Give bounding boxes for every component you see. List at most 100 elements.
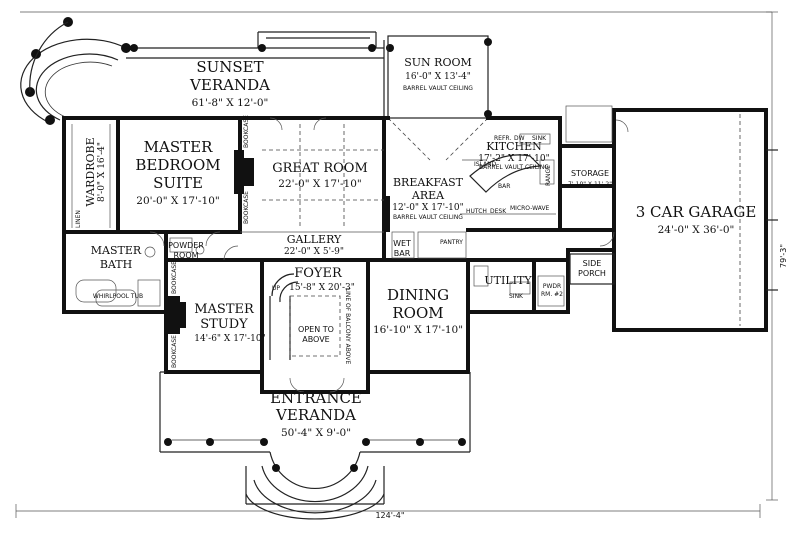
interior-details	[71, 105, 778, 360]
gallery-dimensions: 22'-0" X 5'-9"	[284, 247, 344, 257]
entrance-veranda-structure	[159, 371, 471, 520]
column-icon	[206, 438, 214, 446]
door-icon	[599, 231, 615, 247]
powder-room-label: ROOM	[173, 251, 198, 260]
fireplace-icon	[234, 150, 244, 194]
open-to-above-label: OPEN TO	[298, 325, 334, 334]
column-icon	[362, 438, 370, 446]
door-icon	[615, 119, 629, 133]
column-icon	[416, 438, 424, 446]
door-icon	[205, 231, 221, 247]
gallery-label: GALLERY	[287, 233, 342, 246]
column-icon	[350, 464, 358, 472]
utility-sink-label: SINK	[509, 293, 524, 300]
foyer-dimensions: 15'-8" X 20'-3"	[289, 283, 355, 293]
column-icon	[45, 115, 55, 125]
wet-bar-label: WET	[393, 239, 411, 248]
storage-dimensions: 7'-10" X 11'-2"	[568, 181, 612, 188]
door-icon	[329, 377, 345, 393]
great-room-dimensions: 22'-0" X 17'-10"	[278, 178, 361, 190]
side-porch-label: SIDE	[583, 259, 602, 268]
kitchen-desk-label: DESK	[490, 208, 507, 215]
master-study-dimensions: 14'-6" X 17'-10"	[194, 334, 266, 344]
garage-dimensions: 24'-0" X 36'-0"	[658, 224, 735, 236]
breakfast-area-dimensions: 12'-0" X 17'-10"	[392, 203, 464, 213]
entrance-veranda-label: VERANDA	[275, 406, 356, 424]
kitchen-ceiling-note: BARREL VAULT CEILING	[479, 164, 549, 171]
house-walls	[62, 108, 768, 394]
bookcase-label: BOOKCASE	[171, 335, 178, 368]
linen-label: LINEN	[75, 210, 82, 228]
column-icon	[164, 438, 172, 446]
bookcase-label: BOOKCASE	[243, 191, 250, 224]
pantry-label: PANTRY	[440, 239, 463, 246]
powder-room-label: POWDER	[168, 241, 204, 250]
column-icon	[272, 464, 280, 472]
foyer-label: FOYER	[294, 266, 343, 281]
fireplaces	[166, 150, 390, 334]
entrance-veranda-label: ENTRANCE	[270, 389, 362, 407]
entrance-veranda-dimensions: 50'-4" X 9'-0"	[281, 427, 351, 439]
column-icon	[386, 44, 394, 52]
breakfast-area-label: BREAKFAST	[393, 176, 464, 189]
column-icon	[121, 43, 131, 53]
kitchen-dimensions: 17'-2" X 17'-10"	[478, 154, 550, 164]
door-icon	[313, 117, 327, 131]
doors	[149, 117, 629, 393]
side-porch-label: PORCH	[578, 269, 606, 278]
kitchen-island-label: ISLAND	[474, 161, 497, 168]
kitchen-microwave-label: MICRO-WAVE	[510, 205, 550, 212]
breakfast-area-label: AREA	[411, 189, 445, 202]
kitchen-bar-label: BAR	[498, 183, 510, 190]
overall-width-label: 124'-4"	[375, 511, 404, 520]
wardrobe-dimensions: 8'-0" X 16'-4"	[97, 142, 107, 202]
sun-room-structure	[387, 35, 492, 161]
sun-room-dimensions: 16'-0" X 13'-4"	[405, 72, 471, 82]
open-to-above-label: ABOVE	[302, 335, 330, 344]
sunset-veranda-dimensions: 61'-8" X 12'-0"	[192, 97, 269, 109]
master-bedroom-dimensions: 20'-0" X 17'-10"	[136, 195, 219, 207]
dining-room-label: ROOM	[392, 304, 443, 322]
powder-room-2-label: RM. #2	[541, 291, 563, 298]
dining-room-dimensions: 16'-10" X 17'-10"	[373, 324, 463, 336]
door-icon	[289, 377, 305, 393]
master-bath-label: MASTER	[91, 244, 142, 257]
kitchen-label: KITCHEN	[486, 140, 542, 153]
master-bedroom-label: MASTER	[144, 138, 213, 156]
storage-label: STORAGE	[571, 169, 609, 178]
fireplace-icon	[166, 296, 180, 334]
kitchen-range-label: RANGE	[545, 165, 552, 186]
column-icon	[258, 44, 266, 52]
column-icon	[458, 438, 466, 446]
overall-depth-label: 79'-3"	[779, 244, 788, 268]
sunset-veranda-label: SUNSET	[196, 58, 263, 76]
bookcase-label: BOOKCASE	[243, 115, 250, 148]
sun-room-ceiling-note: BARREL VAULT CEILING	[403, 85, 473, 92]
room-labels: SUNSET VERANDA 61'-8" X 12'-0" SUN ROOM …	[75, 56, 788, 520]
column-icon	[484, 38, 492, 46]
bookcase-label: BOOKCASE	[171, 261, 178, 294]
dining-room-label: DINING	[387, 286, 449, 304]
column-icon	[368, 44, 376, 52]
kitchen-dw-label: DW	[514, 135, 525, 142]
sunset-veranda-structure	[20, 17, 394, 125]
door-icon	[149, 231, 165, 247]
master-study-label: STUDY	[200, 317, 248, 332]
wet-bar-label: BAR	[394, 249, 411, 258]
kitchen-refr-label: REFR.	[494, 135, 511, 142]
column-icon	[260, 438, 268, 446]
sun-room-label: SUN ROOM	[404, 56, 472, 69]
breakfast-area-ceiling-note: BARREL VAULT CEILING	[393, 214, 463, 221]
powder-room-2-label: PWDR	[543, 283, 561, 290]
dimension-lines	[15, 11, 778, 518]
wardrobe-label: WARDROBE	[84, 137, 97, 206]
master-bedroom-label: BEDROOM	[135, 156, 220, 174]
master-bedroom-label: SUITE	[153, 174, 203, 192]
kitchen-sink-label: SINK	[532, 135, 547, 142]
column-icon	[130, 44, 138, 52]
great-room-label: GREAT ROOM	[272, 161, 368, 176]
master-bath-label: BATH	[100, 258, 132, 271]
balcony-line-label: LINE OF BALCONY ABOVE	[344, 288, 351, 365]
door-icon	[223, 245, 239, 261]
